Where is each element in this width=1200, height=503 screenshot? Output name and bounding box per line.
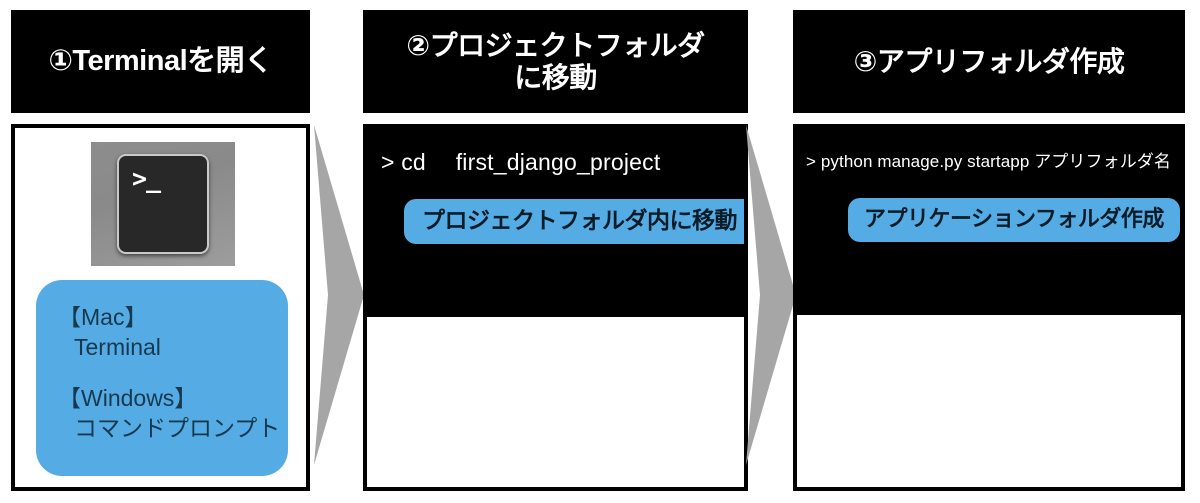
terminal-icon-screen: >_	[117, 154, 209, 254]
card-spacer	[58, 363, 288, 383]
step-3-title: ③アプリフォルダ作成	[853, 45, 1125, 77]
step-3-panel: ③アプリフォルダ作成 > python manage.py startapp ア…	[793, 10, 1185, 491]
step-1-to-2-arrow	[310, 125, 364, 465]
step-2-to-3-arrow	[742, 125, 796, 465]
step-2-panel: ②プロジェクトフォルダ に移動 > cd first_django_projec…	[363, 10, 748, 491]
step-1-panel: ①Terminalを開く >_ 【Mac】 Terminal 【Windows】…	[11, 10, 310, 491]
step-1-header: ①Terminalを開く	[11, 10, 310, 113]
step-1-title: ①Terminalを開く	[48, 45, 273, 78]
step-2-header: ②プロジェクトフォルダ に移動	[363, 10, 748, 113]
step-3-annotation-pill: アプリケーションフォルダ作成	[848, 198, 1180, 243]
terminal-app-names-card: 【Mac】 Terminal 【Windows】 コマンドプロンプト	[36, 280, 288, 476]
windows-label: 【Windows】	[58, 384, 198, 411]
step-2-command-text: > cd first_django_project	[381, 149, 661, 175]
step-2-terminal: > cd first_django_project プロジェクトフォルダ内に移動	[367, 128, 744, 317]
step-3-command-text: > python manage.py startapp アプリフォルダ名	[806, 152, 1171, 171]
step-2-title-line1: ②プロジェクトフォルダ	[406, 30, 705, 62]
mac-app-name: Terminal	[74, 334, 161, 361]
windows-app-name: コマンドプロンプト	[74, 415, 281, 442]
terminal-app-icon: >_	[91, 142, 235, 266]
step-2-body: > cd first_django_project プロジェクトフォルダ内に移動	[363, 124, 748, 491]
step-3-body: > python manage.py startapp アプリフォルダ名 アプリ…	[793, 124, 1185, 491]
step-2-title: ②プロジェクトフォルダ に移動	[406, 30, 705, 93]
step-2-title-line2: に移動	[514, 61, 597, 93]
step-3-header: ③アプリフォルダ作成	[793, 10, 1185, 113]
terminal-prompt-glyph-icon: >_	[132, 164, 161, 193]
step-2-annotation-pill: プロジェクトフォルダ内に移動	[404, 199, 744, 245]
mac-label: 【Mac】	[58, 304, 148, 330]
step-1-body: >_ 【Mac】 Terminal 【Windows】 コマンドプロンプト	[11, 124, 310, 491]
step-3-terminal: > python manage.py startapp アプリフォルダ名 アプリ…	[797, 128, 1181, 315]
